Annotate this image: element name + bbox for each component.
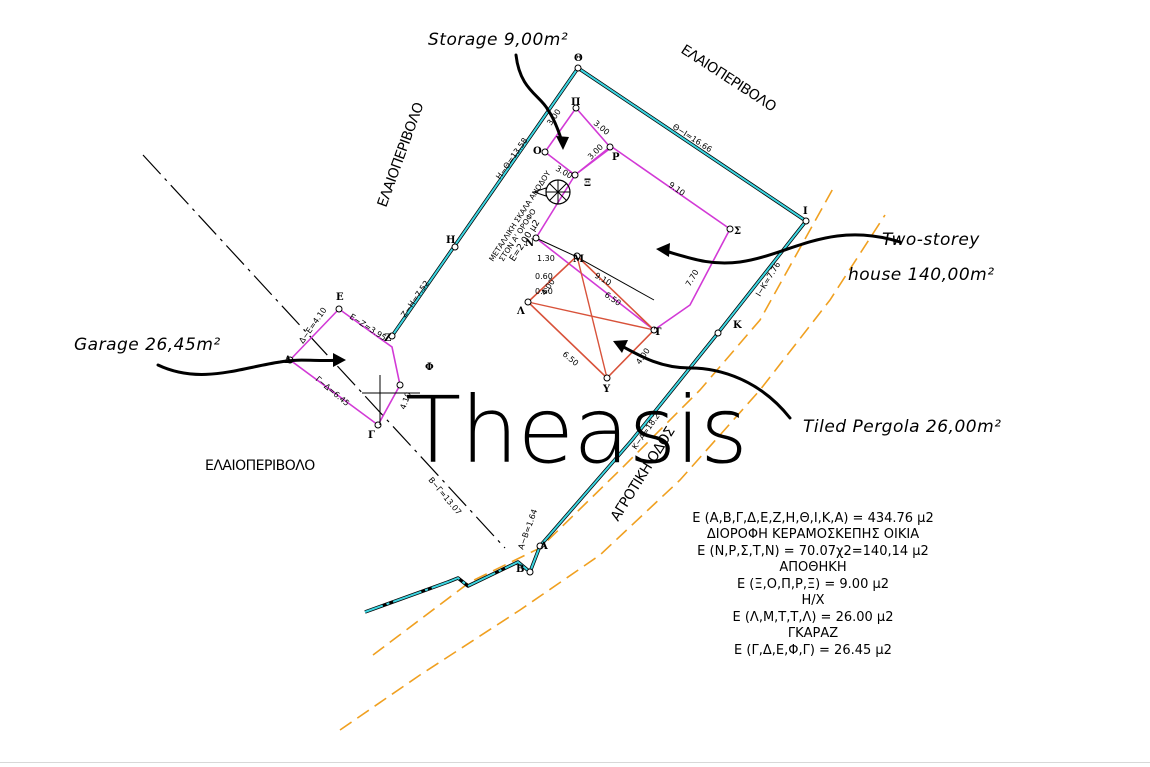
pergola-cross-2	[576, 255, 608, 379]
stair-symbol	[532, 179, 571, 205]
dim-770: 7.70	[684, 268, 701, 288]
garage-arrow	[156, 358, 342, 376]
point-label-mu: Μ	[573, 254, 584, 265]
neighbor-label-top-right: ΕΛΑΙΟΠΕΡΙΒΟΛΟ	[678, 42, 779, 115]
area-line-1: Ε (Α,Β,Γ,Δ,Ε,Ζ,Η,Θ,Ι,Κ,Α) = 434.76 μ2	[692, 511, 933, 526]
point-label-iota: Ι	[803, 206, 808, 217]
dim-e-z: Ε−Ζ=3.95	[348, 312, 388, 342]
area-line-8: ΓΚΑΡΑΖ	[788, 626, 838, 641]
point-label-theta: Θ	[574, 53, 583, 64]
dim-910a: 9.10	[667, 180, 687, 198]
dim-g-d: Γ−Δ=6.45	[314, 375, 351, 408]
point-markers	[286, 64, 810, 576]
callout-storage: Storage 9,00m²	[428, 30, 568, 50]
dim-z-h: Ζ−Η=7.52	[399, 279, 431, 319]
callout-pergola: Tiled Pergola 26,00m²	[803, 417, 1001, 437]
dim-theta-i: Θ−Ι=16.66	[671, 122, 714, 154]
area-line-5: Ε (Ξ,Ο,Π,Ρ,Ξ) = 9.00 μ2	[737, 577, 889, 592]
pergola-cross-1	[527, 301, 655, 331]
callout-house-line1: Two-storey	[882, 230, 980, 250]
bottom-divider	[0, 762, 1150, 763]
watermark: Theasis	[362, 375, 748, 484]
area-line-9: Ε (Γ,Δ,Ε,Φ,Γ) = 26.45 μ2	[734, 643, 892, 658]
point-label-tau: Τ	[654, 327, 662, 338]
point-label-zeta: Ζ	[384, 333, 391, 344]
point-label-phi: Φ	[425, 362, 434, 373]
point-label-xi: Ξ	[584, 178, 591, 189]
area-line-4: ΑΠΟΘΗΚΗ	[779, 560, 846, 575]
area-line-6: Η/Χ	[801, 593, 824, 608]
dim-060a: 0.60	[535, 272, 553, 281]
area-line-3: Ε (Ν,Ρ,Σ,Τ,Ν) = 70.07χ2=140,14 μ2	[697, 544, 929, 559]
house-arrowhead	[656, 243, 670, 257]
garage-outline	[288, 307, 401, 427]
garage-arrowhead	[333, 353, 346, 367]
guide-line	[142, 154, 506, 549]
storage-arrowhead	[556, 136, 569, 150]
callout-house-line2: house 140,00m²	[848, 265, 995, 285]
point-label-sigma: Σ	[734, 226, 741, 237]
point-label-gamma: Γ	[368, 430, 375, 441]
point-label-omicron: Ο	[533, 146, 542, 157]
dim-060b: 0.60	[535, 287, 553, 296]
point-label-nu: Ν	[525, 238, 534, 249]
road-edge-right	[339, 214, 886, 731]
callout-arrowheads	[333, 136, 670, 367]
pergola-arrowhead	[613, 340, 628, 353]
callout-arrows	[156, 53, 902, 420]
dim-130: 1.30	[537, 254, 555, 263]
watermark-text: Theasis	[405, 377, 747, 484]
neighbor-label-bottom-left: ΕΛΑΙΟΠΕΡΙΒΟΛΟ	[205, 458, 315, 474]
point-label-beta: Β	[516, 564, 524, 575]
point-label-kappa: Κ	[733, 320, 742, 331]
house-wing	[535, 237, 655, 301]
dim-650a: 6.50	[603, 290, 623, 308]
dim-a-b: Α−Β=1.64	[516, 508, 539, 551]
point-label-lambda: Λ	[516, 306, 525, 317]
dim-650b: 6.50	[561, 350, 580, 368]
pergola-arrow	[618, 343, 792, 420]
point-label-epsilon: Ε	[336, 292, 344, 303]
storage-arrow	[514, 53, 565, 147]
dim-300b: 3.00	[592, 119, 611, 137]
point-label-alpha: Α	[539, 541, 548, 552]
area-line-7: Ε (Λ,Μ,Τ,Τ,Λ) = 26.00 μ2	[733, 610, 894, 625]
area-line-2: ΔΙΟΡΟΦΗ ΚΕΡΑΜΟΣΚΕΠΗΣ ΟΙΚΙΑ	[707, 527, 919, 542]
point-label-rho: Ρ	[612, 152, 620, 163]
road-edge-left	[372, 184, 836, 656]
point-label-eta: Η	[446, 235, 455, 246]
point-label-upsilon: Υ	[602, 384, 611, 395]
dim-h-theta: Η−Θ=13.58	[494, 136, 529, 181]
neighbor-label-top-left: ΕΛΑΙΟΠΕΡΙΒΟΛΟ	[375, 100, 428, 209]
dim-300c: 3.00	[554, 164, 574, 181]
point-label-pi: Π	[571, 97, 580, 108]
house-arrow	[660, 233, 902, 265]
callout-garage: Garage 26,45m²	[74, 335, 221, 355]
area-table: Ε (Α,Β,Γ,Δ,Ε,Ζ,Η,Θ,Ι,Κ,Α) = 434.76 μ2 ΔΙ…	[692, 511, 933, 658]
